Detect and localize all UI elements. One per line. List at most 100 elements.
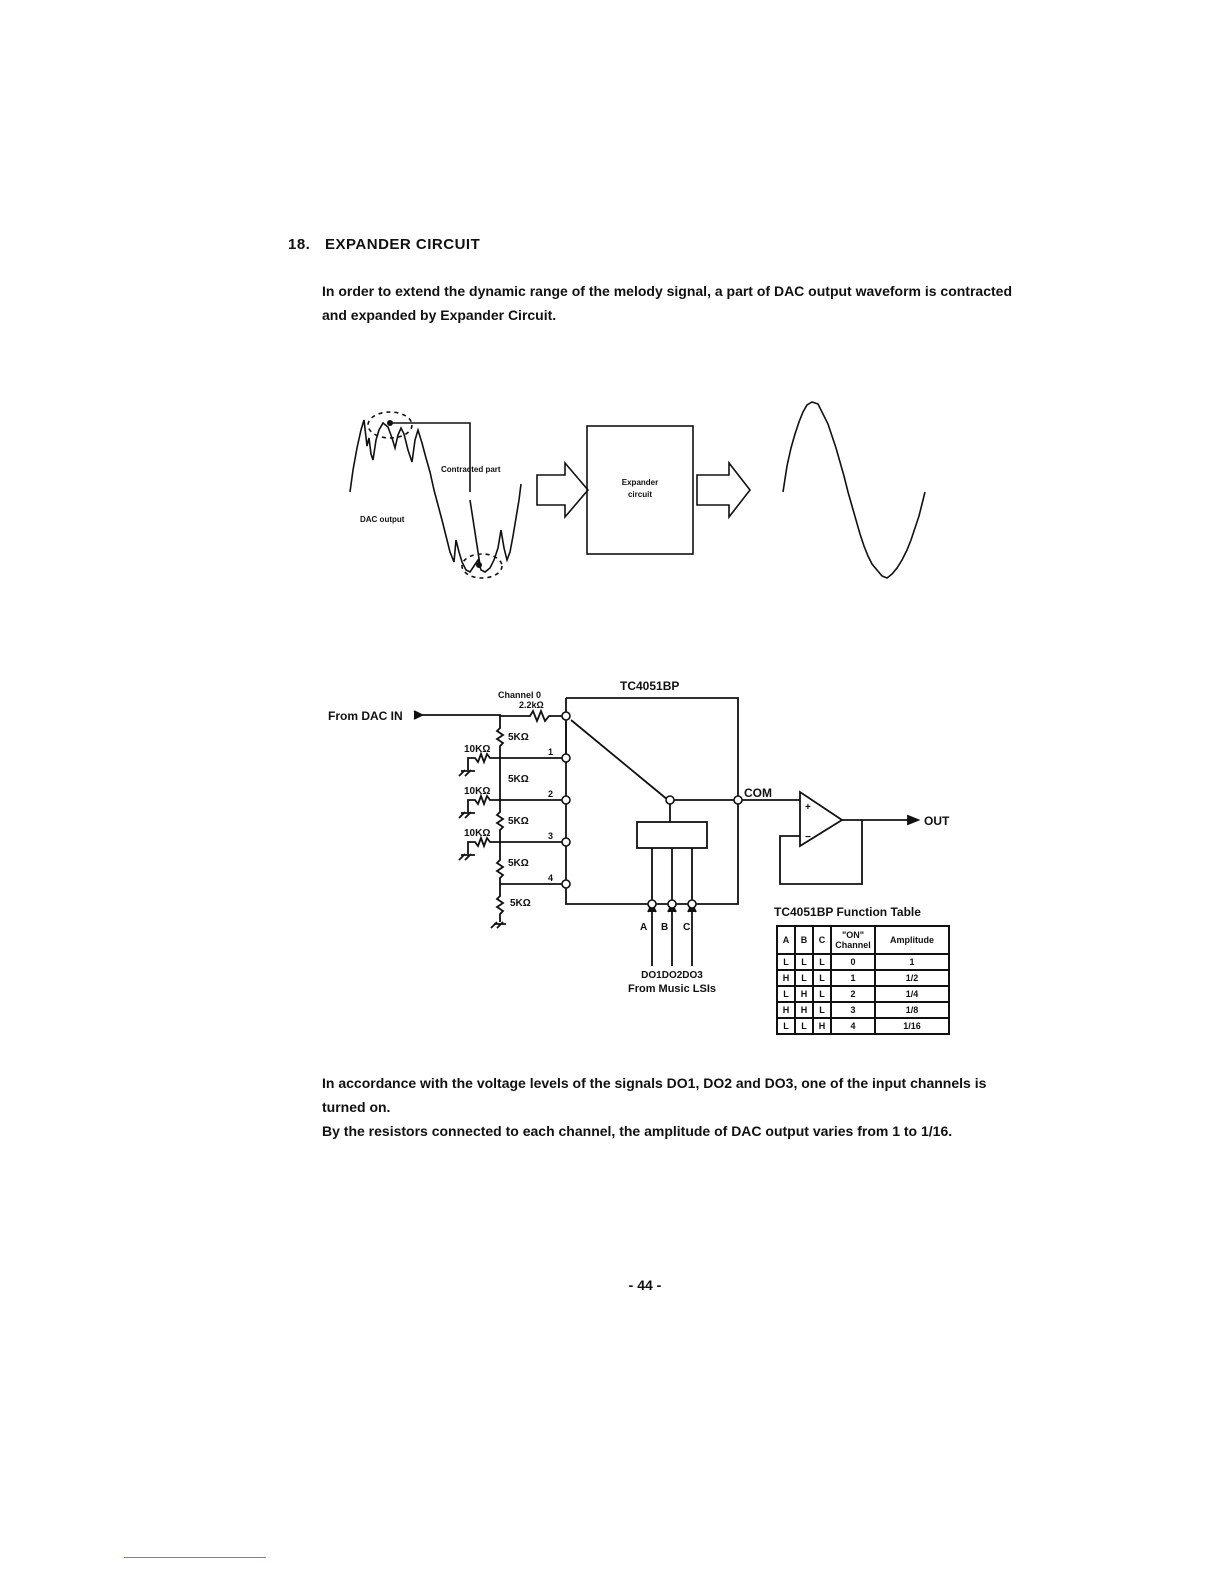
from-dac-in-label: From DAC IN xyxy=(328,709,403,723)
resistor-10k-3 xyxy=(467,835,500,854)
ch1-label: 1 xyxy=(548,747,553,757)
function-table-title: TC4051BP Function Table xyxy=(774,905,921,919)
cell-b: H xyxy=(794,985,814,1003)
section-heading: 18. EXPANDER CIRCUIT xyxy=(288,236,480,253)
bottom-contract-marker xyxy=(461,553,503,579)
divider-ground xyxy=(490,921,506,929)
channel0-label: Channel 0 xyxy=(498,690,541,700)
footer-rule xyxy=(124,1557,266,1558)
cell-c: L xyxy=(812,969,832,987)
resistor-10k-2 xyxy=(467,793,500,812)
decoder-box xyxy=(636,821,708,849)
expander-label-2: circuit xyxy=(628,490,652,499)
header-on-channel: "ON"Channel xyxy=(830,925,876,955)
r-2k2-label: 2.2kΩ xyxy=(519,700,544,710)
header-b: B xyxy=(794,925,814,955)
r10k-label-3: 10KΩ xyxy=(464,828,490,839)
ground-3 xyxy=(458,853,475,861)
do-signals-label: DO1DO2DO3 xyxy=(641,970,703,981)
node-a xyxy=(647,899,657,909)
ch4-label: 4 xyxy=(548,873,553,883)
cell-amplitude: 1/2 xyxy=(874,969,950,987)
cell-b: L xyxy=(794,1017,814,1035)
table-row: L L H 4 1/16 xyxy=(776,1017,950,1035)
top-dot xyxy=(387,420,393,426)
cell-channel: 0 xyxy=(830,953,876,971)
bottom-dot xyxy=(476,562,482,568)
r5k-label-1: 5KΩ xyxy=(508,732,529,743)
cell-a: H xyxy=(776,969,796,987)
node-b xyxy=(667,899,677,909)
r10k-label-1: 10KΩ xyxy=(464,744,490,755)
cell-c: H xyxy=(812,1017,832,1035)
opamp-body xyxy=(799,790,844,848)
out-arrow xyxy=(907,814,921,826)
ch3-label: 3 xyxy=(548,831,553,841)
r5k-label-2: 5KΩ xyxy=(508,774,529,785)
section-number: 18. xyxy=(288,236,311,253)
header-c: C xyxy=(812,925,832,955)
node-ch1 xyxy=(561,753,571,763)
expanded-waveform xyxy=(782,401,926,579)
header-a: A xyxy=(776,925,796,955)
cell-amplitude: 1/16 xyxy=(874,1017,950,1035)
resistor-10k-1 xyxy=(467,751,500,770)
cell-c: L xyxy=(812,1001,832,1019)
cell-amplitude: 1 xyxy=(874,953,950,971)
cell-b: L xyxy=(794,969,814,987)
cell-c: L xyxy=(812,985,832,1003)
r5k-label-3: 5KΩ xyxy=(508,816,529,827)
select-b-label: B xyxy=(661,922,668,933)
input-line xyxy=(418,714,501,716)
com-label: COM xyxy=(744,786,772,800)
r5k-label-5: 5KΩ xyxy=(510,898,531,909)
expander-label-1: Expander xyxy=(622,478,658,487)
explanation-text: In accordance with the voltage levels of… xyxy=(322,1071,1012,1143)
opamp-minus: − xyxy=(805,832,811,843)
arrow-in xyxy=(536,460,590,520)
header-amplitude: Amplitude xyxy=(874,925,950,955)
from-lsis-label: From Music LSIs xyxy=(628,983,716,995)
table-header-row: A B C "ON"Channel Amplitude xyxy=(776,925,950,955)
cell-a: L xyxy=(776,985,796,1003)
section-title: EXPANDER CIRCUIT xyxy=(325,236,481,253)
contracted-part-label: Contracted part xyxy=(441,465,501,474)
cell-c: L xyxy=(812,953,832,971)
explanation-paragraph-2: By the resistors connected to each chann… xyxy=(322,1123,953,1139)
node-switch xyxy=(665,795,675,805)
cell-amplitude: 1/8 xyxy=(874,1001,950,1019)
table-row: H L L 1 1/2 xyxy=(776,969,950,987)
cell-channel: 1 xyxy=(830,969,876,987)
cell-amplitude: 1/4 xyxy=(874,985,950,1003)
opamp-feedback xyxy=(779,820,863,885)
cell-b: L xyxy=(794,953,814,971)
cell-channel: 4 xyxy=(830,1017,876,1035)
out-label: OUT xyxy=(924,814,950,828)
arrow-out xyxy=(696,460,752,520)
node-c xyxy=(687,899,697,909)
waveform-figure: Contracted part DAC output Expander circ… xyxy=(349,401,926,579)
input-arrow xyxy=(413,710,425,720)
page-number: - 44 - xyxy=(628,1277,662,1293)
r5k-label-4: 5KΩ xyxy=(508,858,529,869)
table-row: L H L 2 1/4 xyxy=(776,985,950,1003)
chip-label: TC4051BP xyxy=(620,679,679,693)
cell-a: H xyxy=(776,1001,796,1019)
cell-a: L xyxy=(776,1017,796,1035)
header-channel: Channel xyxy=(835,940,871,950)
explanation-paragraph-1: In accordance with the voltage levels of… xyxy=(322,1075,987,1115)
table-row: H H L 3 1/8 xyxy=(776,1001,950,1019)
contracted-part-leader xyxy=(391,422,481,566)
ground-1 xyxy=(458,769,475,777)
expander-box xyxy=(586,425,694,555)
r10k-label-2: 10KΩ xyxy=(464,786,490,797)
switch-arm xyxy=(570,719,669,801)
select-a-label: A xyxy=(640,922,647,933)
table-row: L L L 0 1 xyxy=(776,953,950,971)
function-table: A B C "ON"Channel Amplitude L L L 0 1 H … xyxy=(776,925,950,1035)
node-ch2 xyxy=(561,795,571,805)
node-com xyxy=(733,795,743,805)
top-contract-marker xyxy=(367,411,413,439)
divider-chain xyxy=(495,716,505,922)
intro-paragraph: In order to extend the dynamic range of … xyxy=(322,283,1012,323)
